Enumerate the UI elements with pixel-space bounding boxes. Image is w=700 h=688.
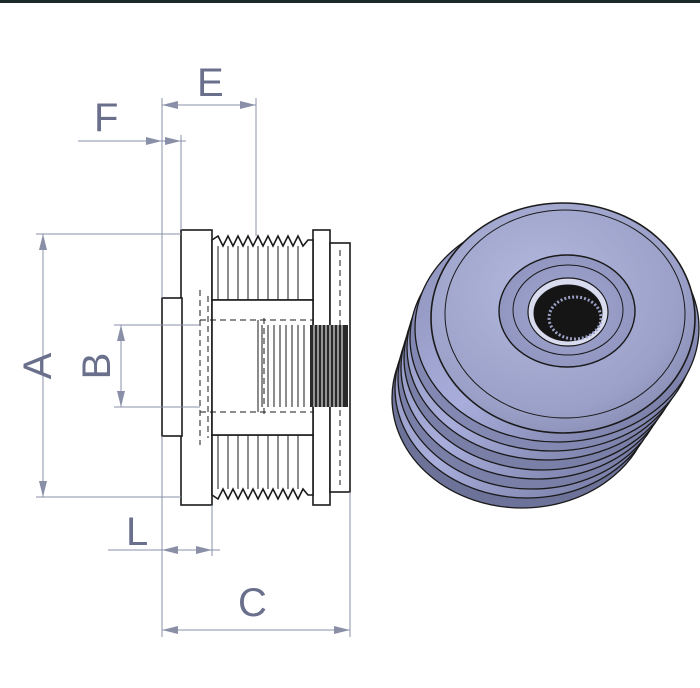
dim-label-f: F — [94, 96, 118, 140]
pulley-3d-view — [391, 202, 700, 509]
left-flange — [180, 229, 213, 506]
dim-label-a: A — [16, 352, 60, 379]
dimension-lines — [36, 98, 351, 637]
pulley-hub-ring — [512, 264, 624, 356]
spline-lines — [257, 320, 305, 412]
pulley-face-ring — [444, 209, 686, 419]
dim-label-b: B — [75, 353, 119, 380]
dim-label-l: L — [126, 510, 148, 554]
front-hub — [161, 297, 183, 437]
pulley-bore — [533, 284, 603, 342]
dim-label-e: E — [197, 61, 224, 105]
section-view — [161, 229, 351, 506]
hidden-bore-lines — [199, 250, 341, 485]
pulley-bore-spline — [547, 295, 603, 341]
clutch-knurl — [313, 325, 343, 407]
dim-label-c: C — [238, 581, 267, 625]
rib-lines — [217, 246, 299, 489]
top-border — [0, 0, 700, 3]
